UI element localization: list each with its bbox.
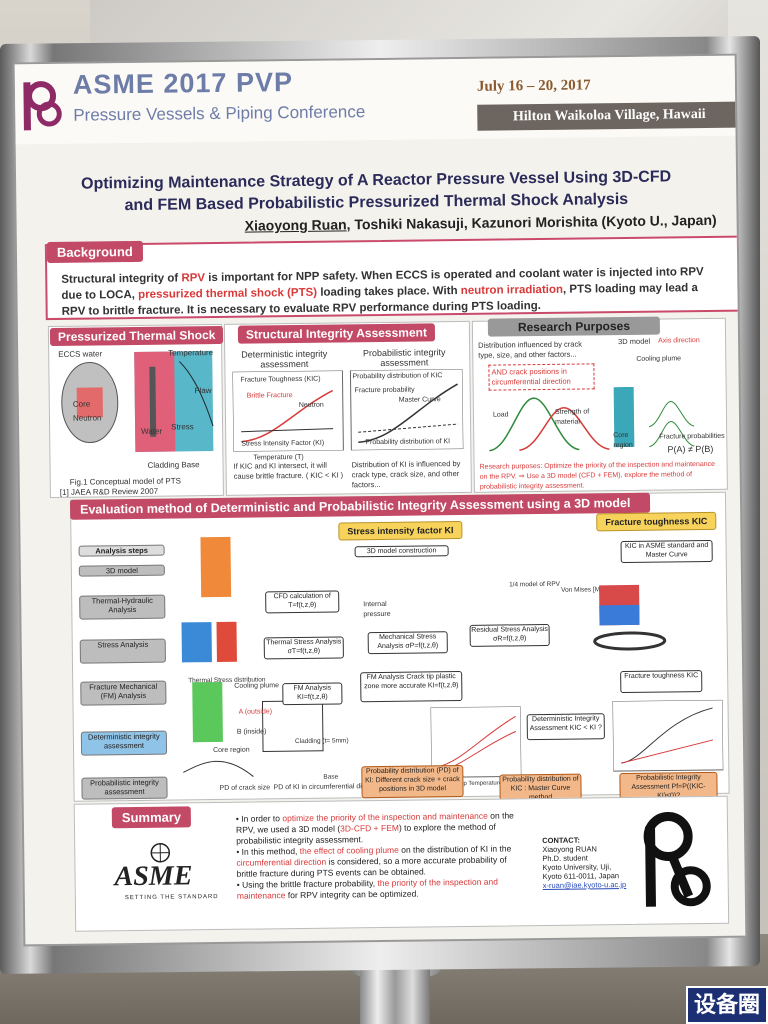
pd-ki-box: Probability distribution (PD) of KI: Dif… <box>361 765 464 799</box>
mechanical-stress-box: Mechanical Stress Analysis σP=f(t,z,θ) <box>367 631 448 655</box>
sia-label: Structural Integrity Assessment <box>237 323 436 344</box>
sif-label: Stress Intensity Factor (KI) <box>241 439 325 448</box>
step-stress-analysis: Stress Analysis <box>79 638 166 664</box>
sia-charts <box>232 368 464 452</box>
asme-globe-icon <box>150 842 171 863</box>
summary-bullet-3: • Using the brittle fracture probability… <box>236 876 499 901</box>
poster-title: Optimizing Maintenance Strategy of A Rea… <box>36 166 716 218</box>
master-curve-label: Master Curve <box>398 396 441 404</box>
rp-probability-equation: P(A) ≠ P(B) <box>667 443 714 455</box>
flaw-label: Flaw <box>194 386 212 396</box>
contact-email[interactable]: x-ruan@iae.kyoto-u.ac.jp <box>542 880 627 891</box>
summary-label: Summary <box>111 806 192 829</box>
probabilistic-chart <box>612 699 724 772</box>
point-a-label: A (outside) <box>238 708 273 716</box>
rp-strength-label: Strength of material <box>554 408 590 426</box>
fm-analysis-box: FM Analysis KI=f(t,z,θ) <box>282 682 343 706</box>
pd-kic-box: Probability distribution of KIC : Master… <box>499 773 582 801</box>
step-3d-model: 3D model <box>78 564 165 577</box>
rp-axis-label: Axis direction <box>658 337 700 345</box>
fracture-toughness-tag: Fracture toughness KIC <box>596 511 717 532</box>
fracture-toughness-label: Fracture Toughness (KIC) <box>240 375 321 384</box>
neutron-label: Neutron <box>72 413 102 423</box>
3d-construction-box: 3D model construction <box>354 545 449 558</box>
other-authors: , Toshiki Nakasuji, Kazunori Morishita (… <box>346 211 717 233</box>
research-purposes-label: Research Purposes <box>487 316 661 337</box>
core-label: Core <box>72 399 91 409</box>
pts-label: Pressurized Thermal Shock <box>49 325 224 347</box>
rp-load-label: Load <box>492 411 509 419</box>
cladding-label: Cladding (t= 5mm) <box>294 737 349 746</box>
pd-crack-size-label: PD of crack size <box>219 784 271 792</box>
core-region-label: Core region <box>213 746 250 755</box>
conference-dates: July 16 – 20, 2017 <box>476 77 591 95</box>
contact-block: CONTACT: Xiaoyong RUAN Ph.D. student Kyo… <box>542 835 626 890</box>
water-label: Water <box>141 426 163 436</box>
internal-pressure-label: Internal pressure <box>363 600 391 619</box>
background-text: Structural integrity of RPV is important… <box>61 266 704 318</box>
asme-tagline: SETTING THE STANDARD <box>124 894 219 902</box>
prob-dist-ki-label: Probability distribution of KI <box>365 438 451 447</box>
base-label: Base <box>323 773 339 781</box>
rp-3d-model-label: 3D model <box>618 336 651 347</box>
von-mises-figure <box>593 584 667 651</box>
analysis-steps-label: Analysis steps <box>78 544 165 557</box>
poster-header: ASME 2017 PVP Pressure Vessels & Piping … <box>14 55 742 145</box>
temperature-label: Temperature <box>168 348 214 358</box>
cooling-plume-label: Cooling plume <box>234 682 280 690</box>
prob-dist-kic-label: Probability distribution of KIC <box>352 372 443 381</box>
probabilistic-label: Probabilistic integrity assessment <box>362 347 446 368</box>
step-deterministic: Deterministic integrity assessment <box>80 730 168 756</box>
rp-fracture-probabilities-label: Fracture probabilities <box>659 432 725 441</box>
point-b-label: B (inside) <box>236 728 267 736</box>
stand-post <box>360 960 430 1024</box>
rp-core-region-label: Core region <box>613 431 633 450</box>
step-probabilistic: Probabilistic integrity assessment <box>81 776 168 800</box>
neutron-arrow-label: Neutron <box>298 401 324 409</box>
brittle-fracture-label: Brittle Fracture <box>246 392 293 400</box>
deterministic-ia-box: Deterministic Integrity Assessment KIC <… <box>526 713 605 741</box>
pts-caption: Fig.1 Conceptual model of PTS <box>69 476 181 487</box>
cfd-box: CFD calculation of T=f(t,z,θ) <box>265 590 340 614</box>
pvp-logo-large-icon <box>643 812 711 907</box>
conference-venue: Hilton Waikoloa Village, Hawaii <box>477 101 742 131</box>
poster: ASME 2017 PVP Pressure Vessels & Piping … <box>14 55 746 945</box>
conference-title: ASME 2017 PVP <box>72 67 294 100</box>
rp-charts <box>489 386 695 452</box>
thermal-stress-box: Thermal Stress Analysis σT=f(t,z,θ) <box>263 636 344 660</box>
rp-research-purpose-text: Research purposes: Optimize the priority… <box>479 460 716 491</box>
summary-bullet-2: • In this method, the effect of cooling … <box>236 843 512 879</box>
cladding-base-label: Cladding Base <box>147 460 200 470</box>
first-author: Xiaoyong Ruan <box>244 216 347 234</box>
eccs-water-label: ECCS water <box>58 349 103 359</box>
eval-left-figures <box>181 536 324 777</box>
rp-cooling-plume-label: Cooling plume <box>636 355 682 363</box>
quarter-model-label: 1/4 model of RPV <box>509 580 561 589</box>
pvp-logo-icon <box>23 81 62 131</box>
kic-source-box: KIC in ASME standard and Master Curve <box>620 539 713 564</box>
fracture-toughness-box: Fracture toughness KIC <box>620 670 703 694</box>
probabilistic-note: Distribution of KI is influenced by crac… <box>351 459 461 490</box>
deterministic-note: If KIC and KI intersect, it will cause b… <box>233 460 344 481</box>
step-thermal-hydraulic: Thermal-Hydraulic Analysis <box>79 594 166 620</box>
pts-diagram <box>61 351 214 452</box>
deterministic-label: Deterministic integrity assessment <box>241 348 328 370</box>
conference-subtitle: Pressure Vessels & Piping Conference <box>73 102 366 125</box>
probabilistic-ia-box: Probabilistic Integrity Assessment Pf=P(… <box>619 771 718 800</box>
summary-bullet-1: • In order to optimize the priority of t… <box>235 810 514 846</box>
asme-logo: ASME <box>114 860 193 893</box>
fm-plastic-box: FM Analysis Crack tip plastic zone more … <box>360 671 463 703</box>
background-label: Background <box>46 240 143 264</box>
residual-stress-box: Residual Stress Analysis σR=f(t,z,θ) <box>469 623 550 647</box>
stress-label: Stress <box>171 422 194 432</box>
watermark-logo: 设备圈 <box>686 986 768 1024</box>
summary-text: • In order to optimize the priority of t… <box>236 810 527 902</box>
sif-tag: Stress intensity factor KI <box>338 520 463 541</box>
rp-distribution-note: Distribution influenced by crack type, s… <box>478 339 582 360</box>
pts-reference: [1] JAEA R&D Review 2007 <box>59 486 159 497</box>
step-fm-analysis: Fracture Mechanical (FM) Analysis <box>80 680 167 706</box>
